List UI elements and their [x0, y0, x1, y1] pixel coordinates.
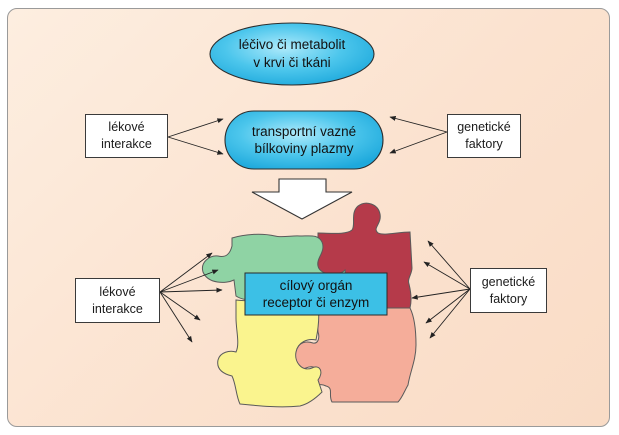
transport-label: transportní vazné bílkoviny plazmy — [225, 122, 383, 158]
arrow-right-bottom-1 — [427, 240, 471, 290]
right-bottom-line-1: genetické — [481, 274, 536, 289]
target-line-2: receptor či enzym — [262, 295, 370, 310]
genetic-factors-box-bottom: genetické faktory — [470, 268, 547, 313]
arrow-right-bottom-2 — [423, 261, 471, 290]
arrow-left-top-2 — [167, 136, 224, 155]
arrow-left-bottom-2 — [159, 269, 219, 293]
right-bottom-line-2: faktory — [489, 291, 528, 306]
arrow-right-bottom-4 — [425, 288, 471, 324]
target-label: cílový orgán receptor či enzym — [245, 275, 387, 313]
drug-ellipse — [209, 22, 375, 86]
arrow-left-bottom-4 — [159, 291, 201, 321]
left-bottom-line-1: lékové — [99, 284, 136, 299]
left-top-line-2: interakce — [101, 137, 152, 151]
arrow-left-top-1 — [167, 118, 224, 138]
arrow-right-top-2 — [389, 131, 448, 154]
arrow-left-bottom-5 — [159, 291, 193, 343]
drug-interactions-box-bottom: lékové interakce — [75, 278, 160, 323]
right-top-line-1: genetické — [457, 120, 511, 134]
puzzle-piece-yellow — [217, 299, 323, 408]
drug-interactions-box-top: lékové interakce — [85, 114, 168, 158]
target-box — [244, 272, 388, 316]
arrow-left-bottom-3 — [159, 287, 223, 293]
left-top-line-1: lékové — [108, 120, 145, 134]
arrow-right-bottom-5 — [429, 288, 471, 339]
arrow-right-top-1 — [389, 116, 448, 133]
transport-line-1: transportní vazné — [251, 124, 357, 139]
arrow-right-bottom-3 — [411, 288, 471, 300]
transport-proteins-shape — [224, 110, 384, 170]
right-top-line-2: faktory — [465, 137, 503, 151]
genetic-factors-box-top: genetické faktory — [447, 114, 521, 158]
left-bottom-line-2: interakce — [92, 301, 143, 316]
arrow-left-bottom-1 — [159, 252, 213, 293]
drug-ellipse-label: léčivo či metabolit v krvi či tkáni — [212, 35, 372, 73]
transport-line-2: bílkoviny plazmy — [254, 141, 354, 156]
drug-line-2: v krvi či tkáni — [253, 55, 331, 70]
target-line-1: cílový orgán — [279, 278, 353, 293]
drug-line-1: léčivo či metabolit — [238, 37, 346, 52]
down-arrow — [251, 178, 353, 220]
